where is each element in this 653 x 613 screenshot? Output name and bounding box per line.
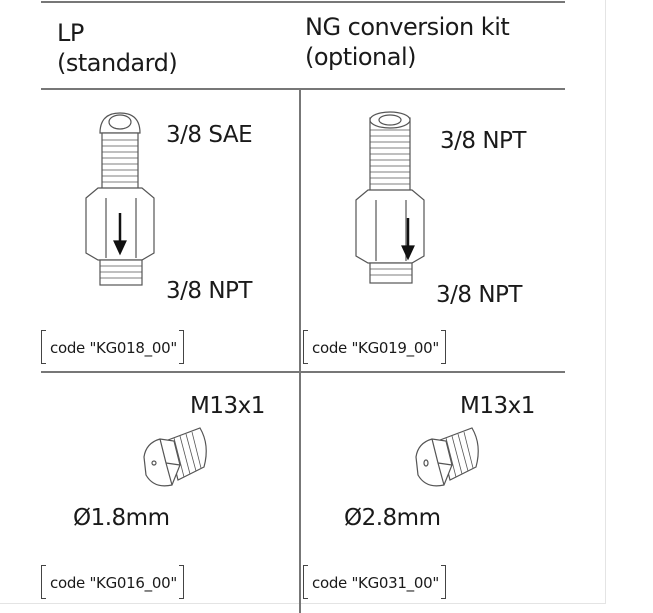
npt-top-label: 3/8 NPT bbox=[440, 128, 526, 154]
header-rule bbox=[41, 88, 565, 90]
ng-title: NG conversion kit bbox=[305, 13, 510, 41]
sae-fitting-illustration bbox=[85, 112, 155, 286]
code-kg018: code "KG018_00" bbox=[41, 330, 184, 364]
header-lp: LP (standard) bbox=[57, 18, 178, 78]
sae-bottom-label: 3/8 NPT bbox=[166, 278, 252, 304]
ng-subtitle: (optional) bbox=[305, 43, 417, 71]
lp-subtitle: (standard) bbox=[57, 49, 178, 77]
npt-bottom-label: 3/8 NPT bbox=[436, 282, 522, 308]
orifice-2-diameter-label: Ø2.8mm bbox=[344, 505, 441, 531]
orifice-1-thread-label: M13x1 bbox=[190, 393, 265, 419]
column-divider bbox=[299, 88, 301, 613]
orifice-2-thread-label: M13x1 bbox=[460, 393, 535, 419]
sae-top-label: 3/8 SAE bbox=[166, 122, 253, 148]
orifice-2-8-illustration bbox=[415, 427, 479, 487]
header-ng: NG conversion kit (optional) bbox=[305, 12, 510, 72]
code-kg016: code "KG016_00" bbox=[41, 565, 184, 599]
code-kg019: code "KG019_00" bbox=[303, 330, 446, 364]
row-divider bbox=[41, 371, 565, 373]
orifice-1-8-illustration bbox=[143, 427, 207, 487]
npt-fitting-illustration bbox=[355, 111, 425, 284]
lp-title: LP bbox=[57, 19, 84, 47]
orifice-1-diameter-label: Ø1.8mm bbox=[73, 505, 170, 531]
code-kg031: code "KG031_00" bbox=[303, 565, 446, 599]
page-frame bbox=[0, 0, 606, 604]
table-top-rule bbox=[41, 1, 565, 3]
